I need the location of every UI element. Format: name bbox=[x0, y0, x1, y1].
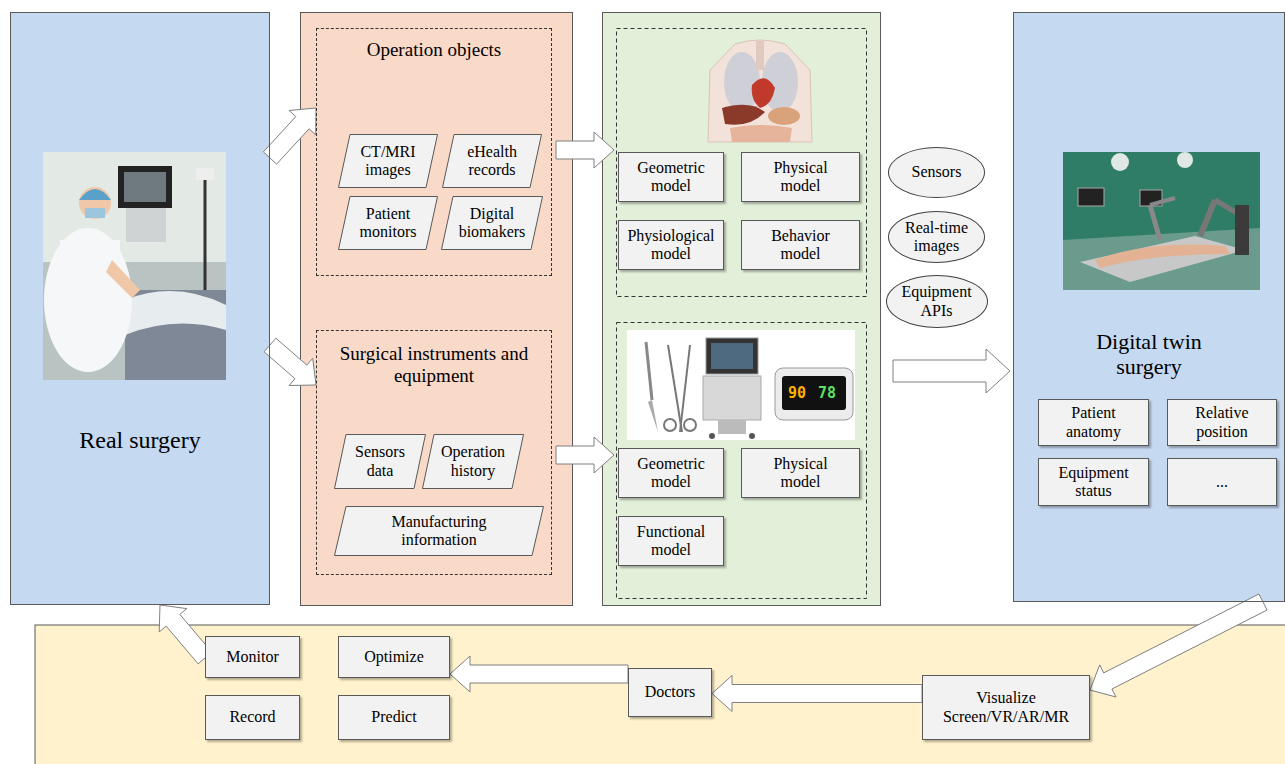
panel-title: Operation objects bbox=[367, 39, 502, 61]
node-label: Geometric model bbox=[631, 159, 711, 196]
process-box: Physical model bbox=[741, 152, 860, 202]
device-reading: 78 bbox=[818, 386, 836, 401]
parallelogram-shape bbox=[339, 197, 438, 250]
panel-title: Digital twin surgery bbox=[1069, 329, 1229, 380]
node-label: Behavior model bbox=[761, 227, 841, 264]
node-label: Functional model bbox=[631, 523, 711, 560]
twin-room-render bbox=[1063, 152, 1260, 290]
process-box: Predict bbox=[338, 695, 450, 740]
block-arrow bbox=[159, 605, 212, 664]
block-arrow bbox=[1090, 594, 1267, 697]
node-label: Relative position bbox=[1182, 404, 1262, 441]
process-box: Optimize bbox=[338, 636, 450, 678]
patient-model-group bbox=[617, 29, 867, 297]
node-label: CT/MRI images bbox=[354, 143, 422, 180]
node-label: Geometric model bbox=[631, 455, 711, 492]
twin-panel-fill bbox=[1013, 12, 1285, 602]
data-group: Surgical instruments and equipmentSensor… bbox=[316, 330, 552, 575]
flow-arrow bbox=[556, 437, 614, 473]
node-label: Manufacturing information bbox=[384, 513, 494, 550]
data-panel bbox=[301, 13, 573, 606]
node-label: Equipment APIs bbox=[897, 283, 977, 320]
parallelogram-shape bbox=[423, 435, 524, 489]
node-label: Physical model bbox=[761, 159, 841, 196]
panel-title: Real surgery bbox=[79, 427, 201, 455]
process-box: Functional model bbox=[618, 516, 724, 566]
node-label: Real-time images bbox=[899, 219, 974, 256]
data-source: Operation history bbox=[422, 434, 524, 489]
process-box: Doctors bbox=[628, 668, 712, 717]
data-source: Digital biomakers bbox=[441, 196, 543, 250]
node-label: Patient anatomy bbox=[1054, 404, 1134, 441]
data-source: Sensors data bbox=[334, 434, 426, 489]
node-label: Visualize Screen/VR/AR/MR bbox=[936, 689, 1076, 726]
channel-ellipse: Real-time images bbox=[888, 211, 985, 263]
node-label: Doctors bbox=[645, 683, 696, 701]
real-panel-fill bbox=[10, 12, 270, 605]
node-label: Digital biomakers bbox=[456, 205, 528, 242]
process-box: Equipment status bbox=[1038, 458, 1149, 506]
organ-illustration bbox=[708, 40, 812, 142]
process-box: Patient anatomy bbox=[1038, 399, 1149, 446]
instrument-illustration bbox=[627, 330, 855, 440]
node-label: Predict bbox=[371, 708, 416, 726]
node-label: eHealth records bbox=[458, 143, 526, 180]
data-source: Manufacturing information bbox=[334, 506, 544, 556]
node-label: Sensors data bbox=[350, 443, 410, 480]
stage-panel: Real surgery bbox=[10, 12, 270, 605]
node-label: Operation history bbox=[437, 443, 509, 480]
block-arrow bbox=[450, 656, 628, 692]
surgery-photo bbox=[43, 152, 226, 380]
process-box: Visualize Screen/VR/AR/MR bbox=[922, 675, 1090, 740]
node-label: Physical model bbox=[761, 455, 841, 492]
equipment-model-group bbox=[617, 323, 867, 599]
model-panel bbox=[603, 13, 881, 606]
channel-ellipse: Equipment APIs bbox=[886, 275, 988, 328]
node-label: Optimize bbox=[364, 648, 424, 666]
device-reading: 90 bbox=[788, 386, 806, 401]
process-box: Record bbox=[205, 695, 300, 740]
node-label: Equipment status bbox=[1052, 464, 1136, 501]
node-label: Monitor bbox=[226, 648, 278, 666]
node-label: Physiological model bbox=[623, 227, 719, 264]
block-arrow bbox=[264, 338, 316, 385]
data-source: eHealth records bbox=[442, 134, 542, 188]
block-arrow bbox=[263, 108, 316, 164]
node-label: ... bbox=[1216, 473, 1228, 491]
feedback-band bbox=[35, 625, 1285, 764]
flow-arrow bbox=[556, 132, 614, 168]
data-source: Patient monitors bbox=[338, 196, 438, 250]
panel-title: Surgical instruments and equipment bbox=[339, 343, 529, 387]
node-label: Sensors bbox=[912, 163, 962, 181]
process-box: Physiological model bbox=[618, 220, 724, 270]
process-box: Behavior model bbox=[741, 220, 860, 270]
process-box: ... bbox=[1167, 458, 1277, 506]
parallelogram-shape bbox=[443, 135, 542, 188]
stage-panel: Digital twin surgeryPatient anatomy Relat… bbox=[1013, 12, 1285, 602]
parallelogram-shape bbox=[442, 197, 543, 250]
channel-ellipse: Sensors bbox=[888, 147, 985, 198]
parallelogram-shape bbox=[335, 435, 426, 489]
process-box: Geometric model bbox=[618, 448, 724, 498]
process-box: Physical model bbox=[741, 448, 860, 498]
data-group: Operation objectsCT/MRI images eHealth re… bbox=[316, 28, 552, 276]
node-label: Patient monitors bbox=[354, 205, 422, 242]
parallelogram-shape bbox=[335, 507, 544, 556]
parallelogram-shape bbox=[339, 135, 438, 188]
node-label: Record bbox=[229, 708, 275, 726]
process-box: Geometric model bbox=[618, 152, 724, 202]
flow-arrow bbox=[893, 349, 1010, 393]
block-arrow bbox=[712, 676, 922, 712]
data-source: CT/MRI images bbox=[338, 134, 438, 188]
process-box: Monitor bbox=[205, 636, 300, 678]
process-box: Relative position bbox=[1167, 399, 1277, 446]
